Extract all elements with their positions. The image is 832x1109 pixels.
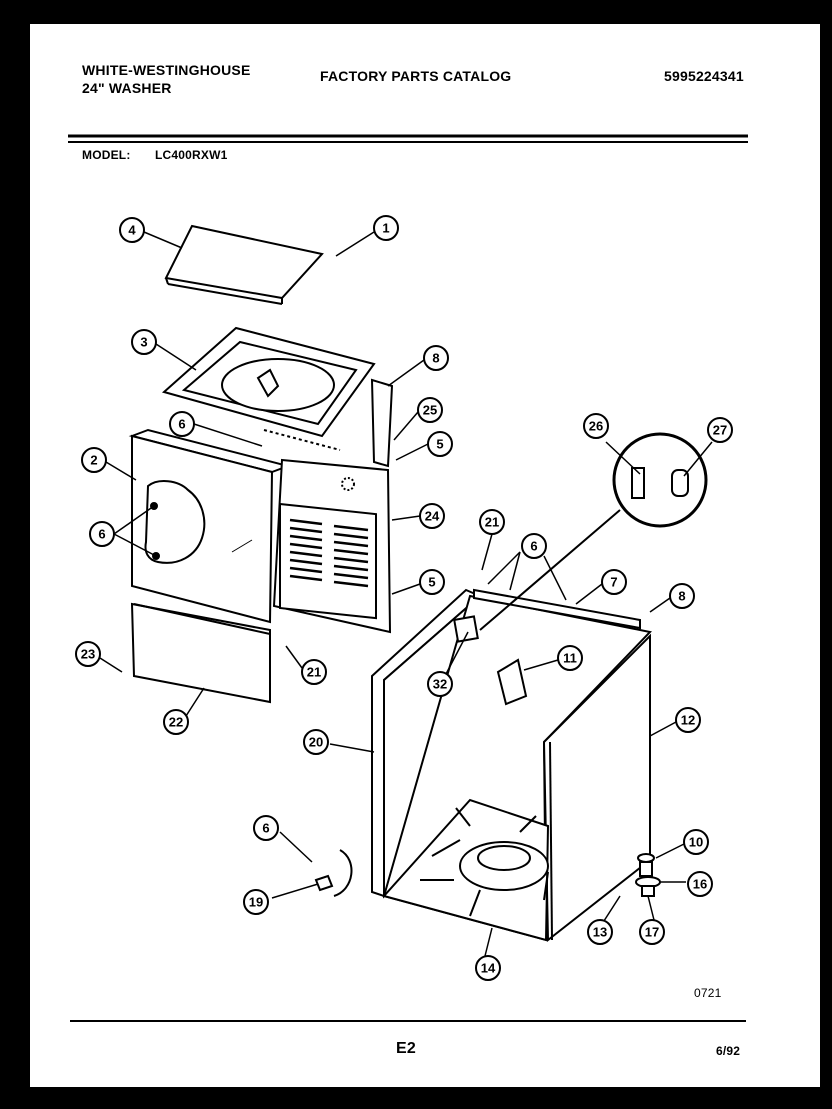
callout-26: 26	[583, 413, 609, 439]
callout-6-panel: 6	[89, 521, 115, 547]
callout-13: 13	[587, 919, 613, 945]
brand-name: WHITE-WESTINGHOUSE	[82, 62, 251, 78]
callout-8-rail: 8	[669, 583, 695, 609]
callout-label: 14	[481, 961, 496, 976]
cabinet-part	[371, 588, 652, 943]
callout-6-bottom: 6	[253, 815, 279, 841]
callout-2: 2	[81, 447, 107, 473]
catalog-title: FACTORY PARTS CATALOG	[320, 68, 512, 84]
callout-label: 21	[307, 665, 321, 680]
callout-label: 6	[98, 527, 105, 542]
callout-label: 24	[425, 509, 440, 524]
callout-label: 32	[433, 677, 447, 692]
callout-21-kick: 21	[301, 659, 327, 685]
callout-22: 22	[163, 709, 189, 735]
callout-label: 5	[436, 437, 443, 452]
lid-part	[164, 224, 324, 305]
callout-label: 8	[678, 589, 685, 604]
callout-10: 10	[683, 829, 709, 855]
callout-23: 23	[75, 641, 101, 667]
callout-24: 24	[419, 503, 445, 529]
callout-4: 4	[119, 217, 145, 243]
callout-3: 3	[131, 329, 157, 355]
callout-label: 10	[689, 835, 703, 850]
product-name: 24" WASHER	[82, 80, 172, 96]
detail-inset	[479, 432, 708, 631]
callout-label: 6	[178, 417, 185, 432]
callout-label: 12	[681, 713, 695, 728]
callout-25: 25	[417, 397, 443, 423]
scan-border-left	[0, 0, 30, 1109]
callout-17: 17	[639, 919, 665, 945]
rear-bracket-part	[263, 378, 394, 468]
callout-20: 20	[303, 729, 329, 755]
scan-border-right	[820, 0, 832, 1109]
scan-border-top	[0, 0, 832, 24]
callout-label: 21	[485, 515, 499, 530]
leveling-leg-part	[635, 853, 661, 897]
callout-label: 3	[140, 335, 147, 350]
callout-label: 25	[423, 403, 437, 418]
callout-7: 7	[601, 569, 627, 595]
revision-date: 6/92	[716, 1044, 741, 1058]
callout-label: 8	[432, 351, 439, 366]
leader-lines	[99, 231, 713, 961]
callout-label: 1	[382, 221, 389, 236]
model-label: MODEL:	[82, 148, 131, 162]
callout-label: 27	[713, 423, 727, 438]
hose-clip-part	[314, 849, 353, 897]
callout-27: 27	[707, 417, 733, 443]
drawing-code: 0721	[694, 986, 722, 1000]
callout-6-cabinet: 6	[521, 533, 547, 559]
callout-5-side: 5	[419, 569, 445, 595]
page-number: E2	[396, 1040, 416, 1057]
callout-8-top: 8	[423, 345, 449, 371]
kick-panel-part	[130, 602, 271, 704]
callout-label: 6	[262, 821, 269, 836]
top-cover-part	[161, 326, 376, 438]
callout-label: 16	[693, 877, 707, 892]
callout-19: 19	[243, 889, 269, 915]
callout-label: 17	[645, 925, 659, 940]
callout-label: 23	[81, 647, 95, 662]
callout-1: 1	[373, 215, 399, 241]
callout-label: 11	[563, 651, 577, 666]
callout-label: 7	[610, 575, 617, 590]
callout-14: 14	[475, 955, 501, 981]
callout-6-top: 6	[169, 411, 195, 437]
model-number: LC400RXW1	[155, 148, 228, 162]
control-panel-part	[128, 428, 292, 624]
scan-border-bottom	[0, 1087, 832, 1109]
header-rules	[68, 134, 748, 1022]
callout-label: 19	[249, 895, 263, 910]
callout-label: 6	[530, 539, 537, 554]
callout-label: 26	[589, 419, 603, 434]
callout-21-cabinet: 21	[479, 509, 505, 535]
callout-label: 13	[593, 925, 607, 940]
callout-5-top: 5	[427, 431, 453, 457]
callout-32: 32	[427, 671, 453, 697]
callout-label: 20	[309, 735, 323, 750]
callout-11: 11	[557, 645, 583, 671]
callout-label: 2	[90, 453, 97, 468]
callout-16: 16	[687, 871, 713, 897]
catalog-number: 5995224341	[664, 68, 744, 84]
callout-12: 12	[675, 707, 701, 733]
callout-label: 5	[428, 575, 435, 590]
callout-label: 22	[169, 715, 183, 730]
rear-panel-part	[272, 458, 392, 634]
callout-label: 4	[128, 223, 136, 238]
